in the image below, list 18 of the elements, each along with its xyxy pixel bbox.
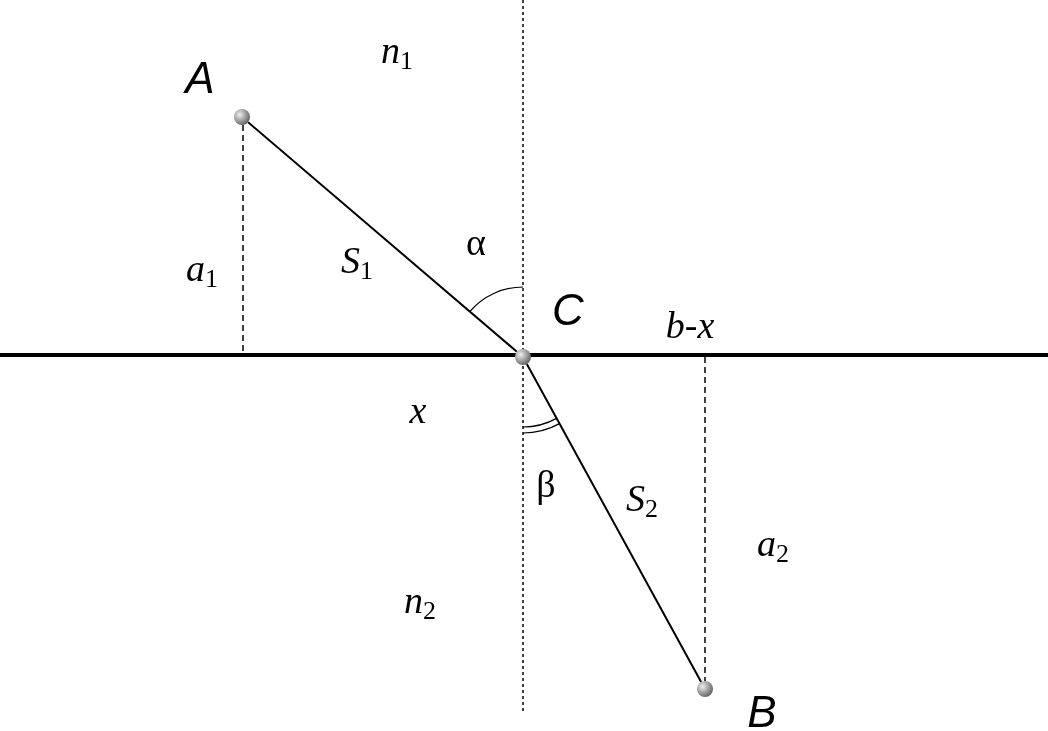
variable-label: b-x [665, 306, 715, 344]
variable-label: n$_{2}$ [404, 580, 436, 624]
connector-line [247, 121, 518, 353]
angle-label: β [536, 465, 556, 503]
variable-label: a$_{2}$ [757, 523, 789, 567]
point-label: A [185, 56, 215, 100]
point-marker [697, 681, 713, 697]
angle-label: α [466, 223, 486, 261]
variable-label: x [409, 391, 427, 429]
point-marker [515, 349, 531, 365]
point-marker [234, 109, 250, 125]
edge-label: S$_{2}$ [626, 478, 658, 522]
variable-label: a$_{1}$ [186, 248, 218, 292]
edge-label: S$_{1}$ [341, 240, 373, 284]
point-label: C [552, 288, 584, 332]
connector-line [525, 363, 703, 683]
point-label: B [747, 690, 777, 731]
variable-label: n$_{1}$ [381, 30, 413, 74]
